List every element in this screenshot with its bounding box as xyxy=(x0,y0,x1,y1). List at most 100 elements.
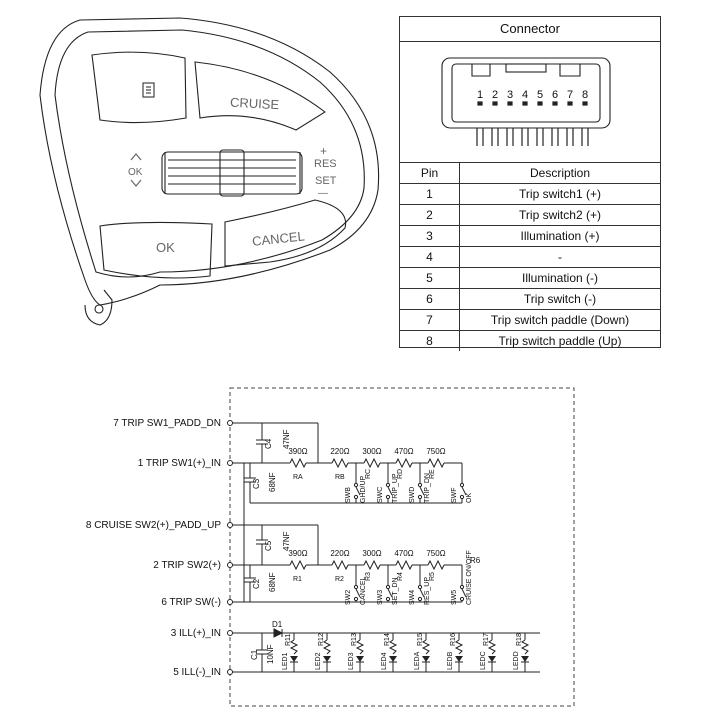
resistor xyxy=(363,559,381,571)
description-cell: Trip switch1 (+) xyxy=(459,183,660,205)
switch-label: SWB xyxy=(345,487,352,503)
illumination-network xyxy=(232,628,540,673)
switch-contact xyxy=(417,584,423,590)
pin-number: 6 xyxy=(552,89,558,101)
resistor xyxy=(487,639,497,655)
pin-contact xyxy=(582,101,588,106)
resistor xyxy=(331,457,349,469)
led-diode xyxy=(323,656,331,662)
switch-function: SET_DN xyxy=(392,577,399,605)
res-plus-label: + xyxy=(320,144,327,158)
switch-function: CANCEL xyxy=(360,576,367,605)
pin-contact xyxy=(507,101,513,106)
switch-contact xyxy=(385,494,391,500)
terminal-2-label: 2 TRIP SW2(+) xyxy=(153,560,221,571)
switch-contact xyxy=(459,494,465,500)
led-resistor-label: R17 xyxy=(483,633,490,646)
schematic-terminals: 7 TRIP SW1_PADD_DN 1 TRIP SW1(+)_IN 8 CR… xyxy=(86,418,221,678)
resistor-value: 750Ω xyxy=(426,549,445,558)
switch-label: SWF xyxy=(451,487,458,503)
c3-label: C3 xyxy=(252,478,261,489)
resistor-label: R5 xyxy=(429,572,436,581)
switch-function: GHD/UP xyxy=(360,475,367,503)
resistor-label: R1 xyxy=(293,576,302,583)
c2-label: C2 xyxy=(252,578,261,589)
switch-contact xyxy=(385,482,391,488)
led-diode xyxy=(422,656,430,662)
pin-leg xyxy=(566,128,574,146)
led-resistor-label: R11 xyxy=(285,634,292,646)
led-label: LED1 xyxy=(282,652,289,670)
switch-contact xyxy=(385,584,391,590)
resistor xyxy=(427,457,445,469)
resistor-value: 750Ω xyxy=(426,447,445,456)
resistor-value: 390Ω xyxy=(288,447,307,456)
c2-value: 68NF xyxy=(268,572,277,592)
cruise-button-label[interactable]: CRUISE xyxy=(230,95,280,113)
pin-contact xyxy=(552,101,558,106)
ok-button-label[interactable]: OK xyxy=(156,240,175,255)
resistor-value: 470Ω xyxy=(394,549,413,558)
resistor xyxy=(520,639,530,655)
c4-label: C4 xyxy=(264,438,273,449)
switch-blade xyxy=(461,486,467,496)
led-diode xyxy=(389,656,397,662)
pin-cell: 1 xyxy=(400,183,460,205)
pin-cell: 4 xyxy=(400,246,460,268)
switch-contact xyxy=(417,596,423,602)
switch-function: RES_UP xyxy=(424,577,431,605)
led-label: LED2 xyxy=(315,652,322,670)
switch-label: SW2 xyxy=(345,590,352,605)
pin-cell: 7 xyxy=(400,309,460,331)
led-diode xyxy=(521,656,529,662)
res-label[interactable]: RES xyxy=(314,158,337,170)
pin-header: Pin xyxy=(400,162,460,184)
switch-blade xyxy=(355,588,361,598)
resistor-value: 390Ω xyxy=(288,549,307,558)
switch-function: CRUISE ON/OFF xyxy=(466,550,473,605)
switch-contact xyxy=(353,584,359,590)
description-cell: - xyxy=(459,246,660,268)
led-label: LED3 xyxy=(348,652,355,670)
description-cell: Illumination (+) xyxy=(459,225,660,247)
connector-title: Connector xyxy=(400,17,660,42)
switch-contact xyxy=(459,596,465,602)
pin-contact xyxy=(522,101,528,106)
bottom-switch-network xyxy=(232,463,462,603)
led-label: LEDD xyxy=(513,651,520,670)
pin-cell: 6 xyxy=(400,288,460,310)
set-label[interactable]: SET xyxy=(315,175,337,187)
c5-label: C5 xyxy=(264,540,273,551)
switch-label: SW4 xyxy=(409,590,416,605)
terminal-5-label: 5 ILL(-)_IN xyxy=(173,667,221,678)
resistor xyxy=(363,457,381,469)
c1-value: 10NF xyxy=(266,644,275,664)
led-array: LED1R11LED2R12LED3R13LED4R14LEDAR15LEDBR… xyxy=(282,633,530,672)
switch-contact xyxy=(353,482,359,488)
pin-number: 1 xyxy=(477,89,483,101)
pin-cell: 3 xyxy=(400,225,460,247)
cancel-button-label[interactable]: CANCEL xyxy=(251,228,305,248)
pin-number: 7 xyxy=(567,89,573,101)
switch-blade xyxy=(355,486,361,496)
resistor xyxy=(289,457,307,469)
c4-value: 47NF xyxy=(282,429,291,449)
led-label: LEDB xyxy=(447,651,454,670)
switch-contact xyxy=(459,584,465,590)
switch-blade xyxy=(387,588,393,598)
pin-cell: 2 xyxy=(400,204,460,226)
switch-function: TRIP_UP xyxy=(392,473,399,503)
resistor xyxy=(427,559,445,571)
switch-label: SWD xyxy=(409,487,416,503)
pin-leg xyxy=(506,128,514,146)
terminal-7-label: 7 TRIP SW1_PADD_DN xyxy=(113,418,221,429)
resistor-value: 300Ω xyxy=(362,447,381,456)
set-minus-label: — xyxy=(318,188,328,199)
d1-label: D1 xyxy=(272,620,283,629)
